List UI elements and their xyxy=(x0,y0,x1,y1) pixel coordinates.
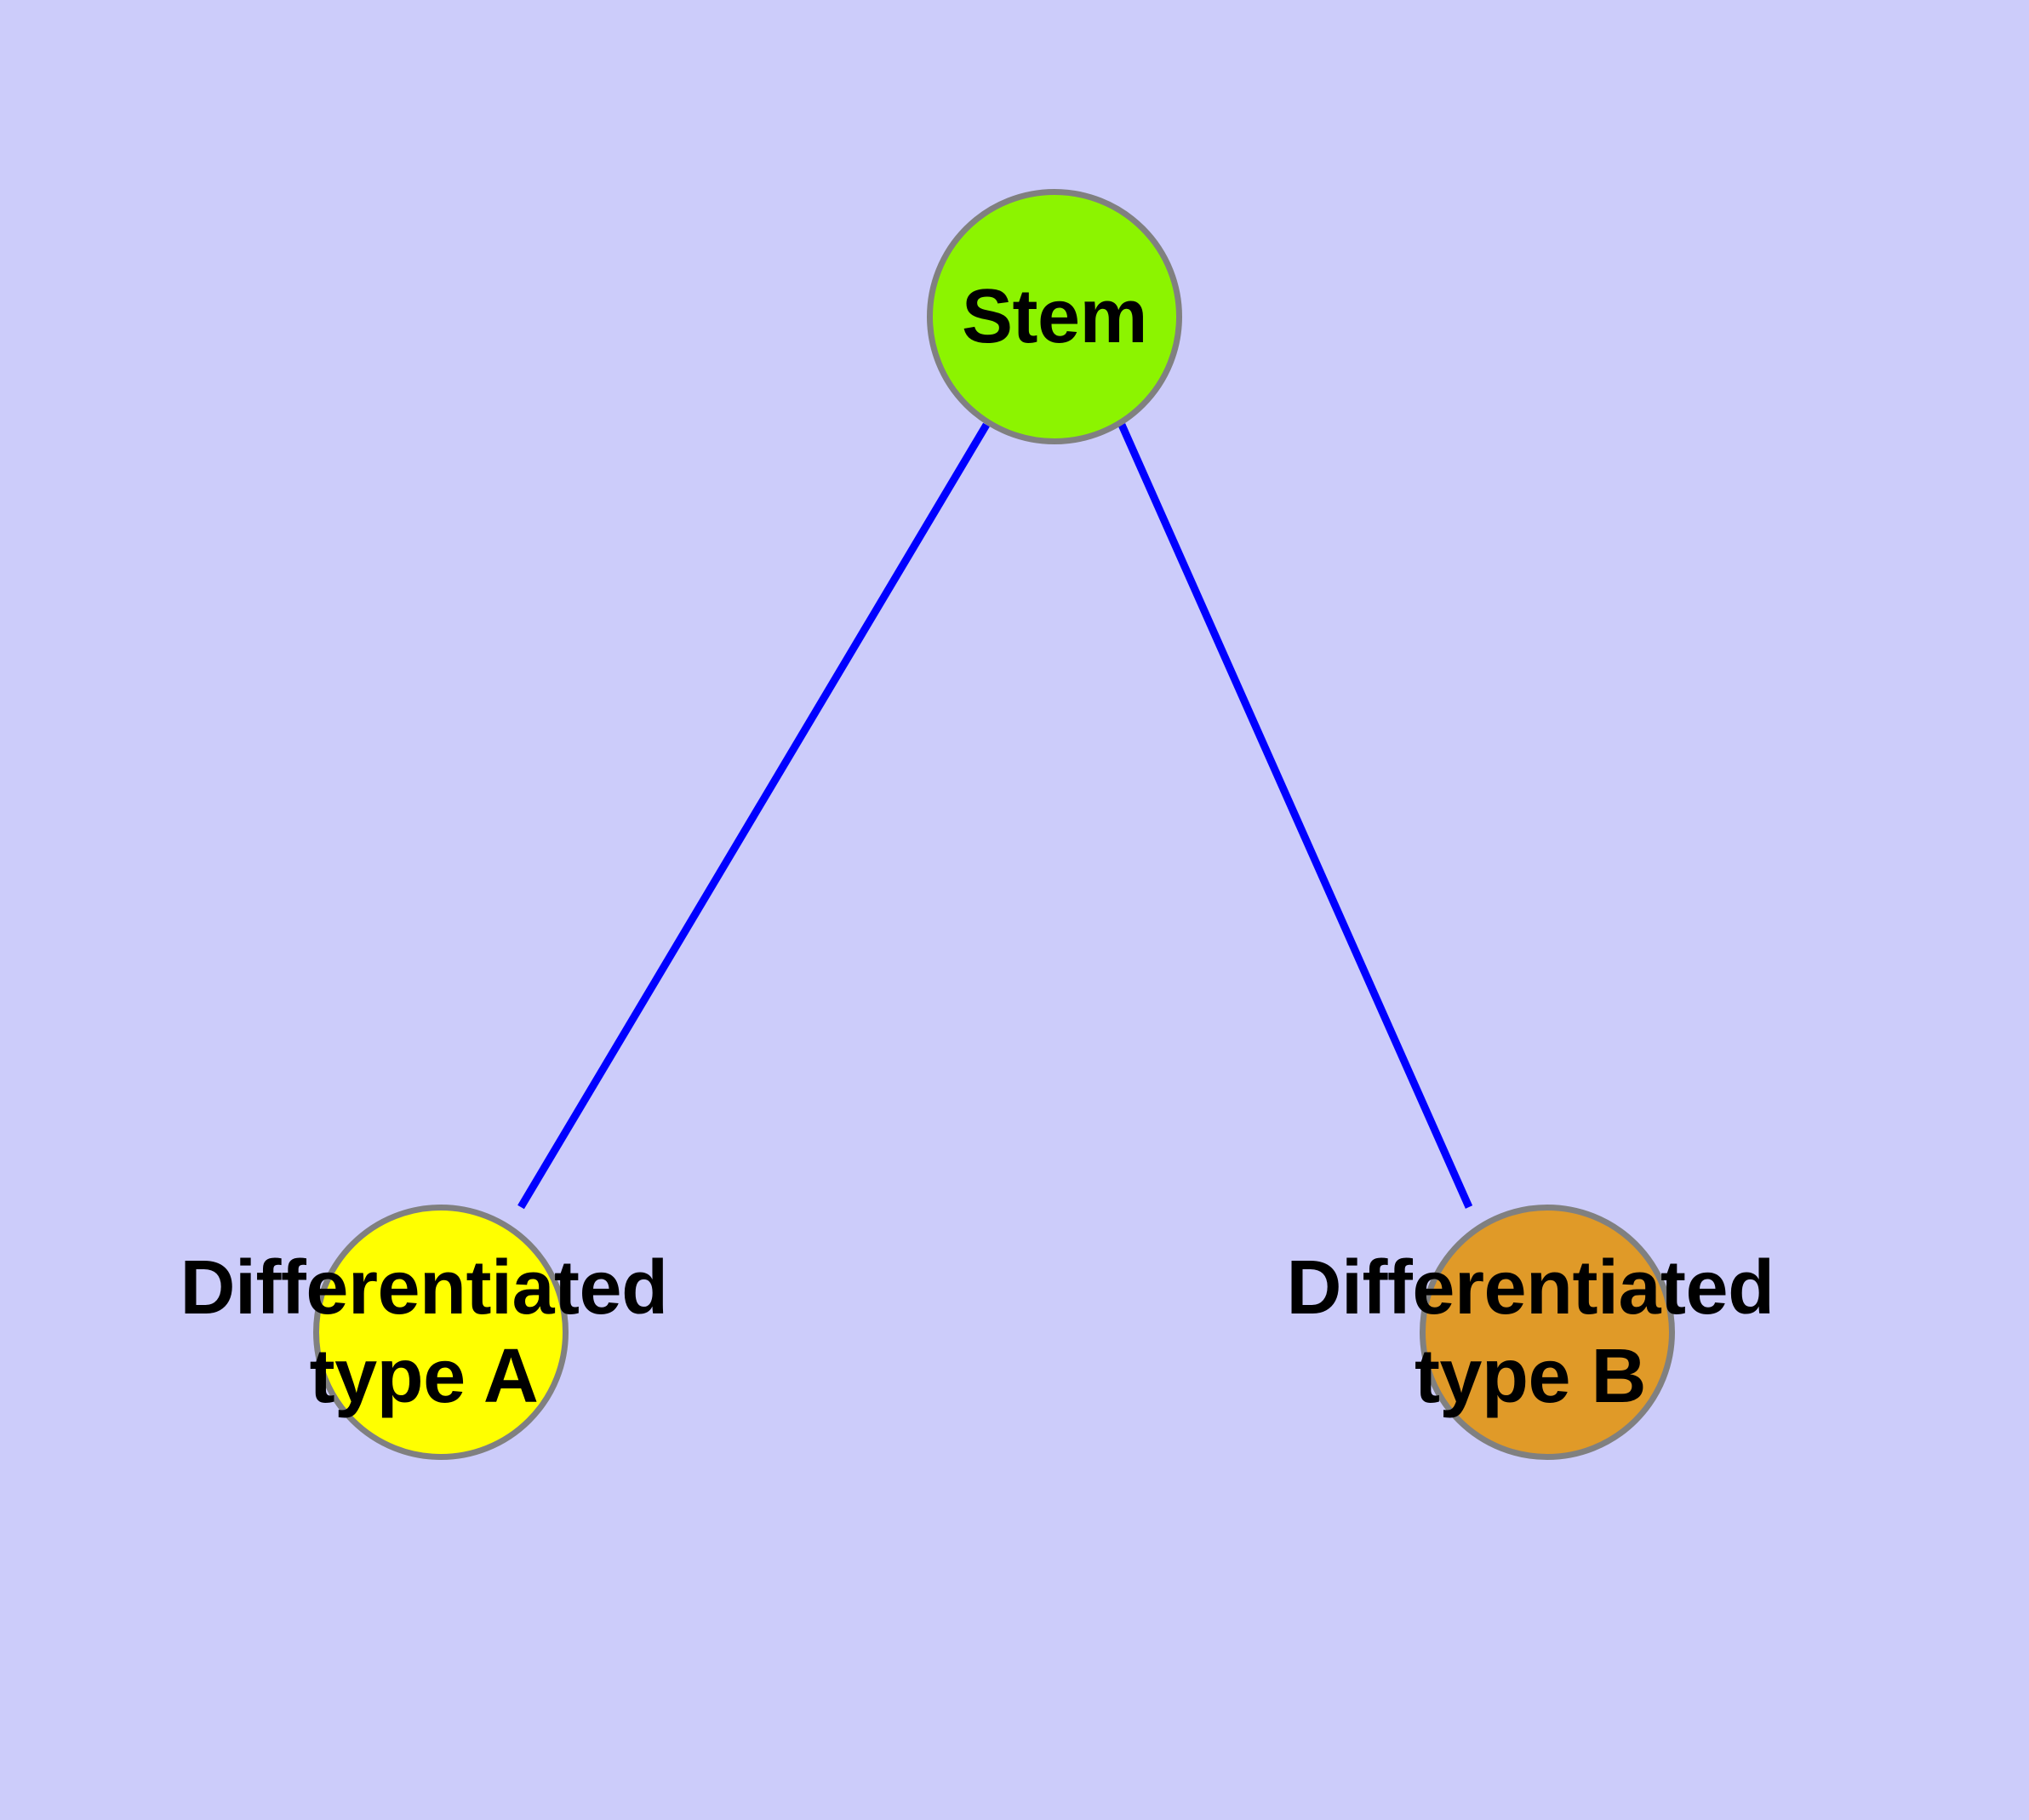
edge-stem-to-diff_a xyxy=(517,422,990,1210)
node-diff_b[interactable] xyxy=(1420,1205,1675,1460)
node-label-stem: Stem xyxy=(961,274,1148,359)
node-label-diff_a: Differentiated type A xyxy=(180,1245,668,1419)
edges-group xyxy=(517,422,1473,1210)
node-stem[interactable] xyxy=(927,189,1182,444)
edge-stem-to-diff_b xyxy=(1117,423,1473,1209)
node-diff_a[interactable] xyxy=(313,1205,569,1460)
node-label-diff_b: Differentiated type B xyxy=(1286,1245,1775,1419)
